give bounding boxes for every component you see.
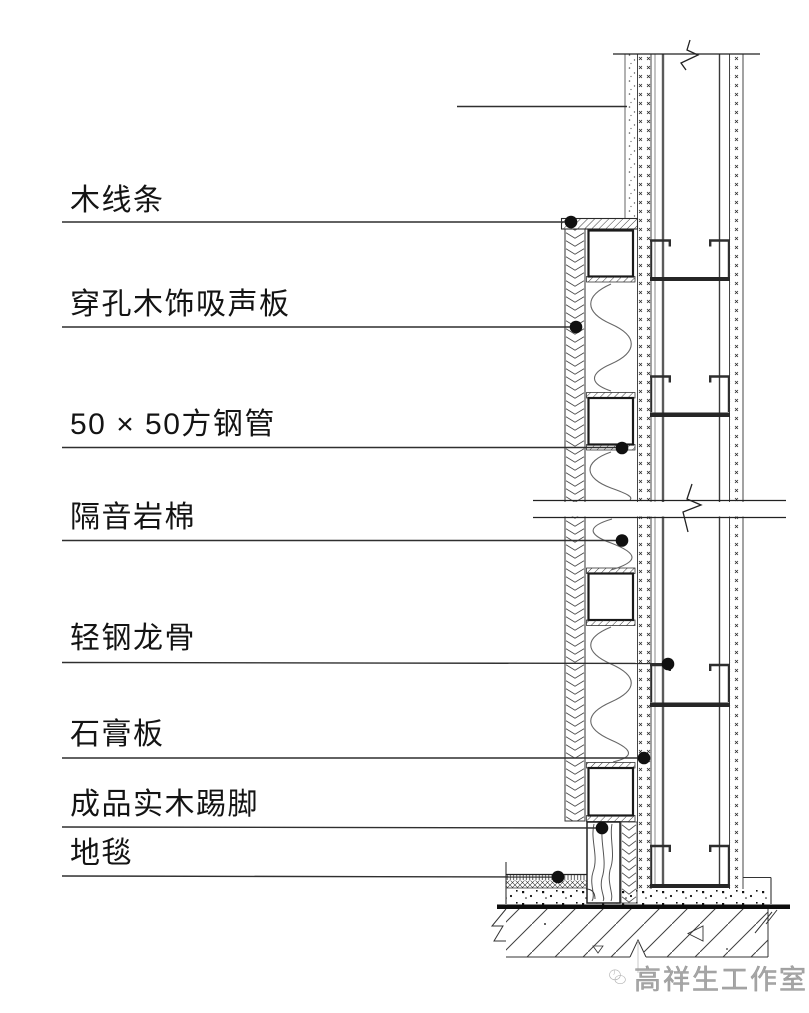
skirting-backing-strip — [620, 821, 638, 904]
steel-keel-runner-1 — [650, 239, 730, 281]
studio-watermark: 高祥生工作室 — [608, 953, 808, 1001]
top-break-symbol — [680, 39, 700, 71]
square-steel-tubes — [586, 229, 636, 822]
wall-gypsum-board-right — [729, 54, 744, 889]
leader-dot-carpet — [551, 870, 565, 884]
steel-tube-4 — [587, 766, 635, 817]
screed-layer — [506, 889, 769, 905]
leader-line-skirting — [61, 826, 603, 829]
studio-logo-icon — [609, 969, 626, 985]
leader-dot-steel-tube — [615, 441, 629, 455]
label-sound-insulation-rockwool: 隔音岩棉 — [70, 501, 196, 534]
leader-dot-gypsum — [637, 751, 651, 765]
partition-wall — [613, 39, 760, 889]
acoustic-panel-strip — [564, 228, 586, 822]
steel-tube-3 — [587, 572, 635, 622]
label-square-steel-tube: 50 × 50方钢管 — [70, 408, 276, 441]
steel-tube-2 — [587, 396, 635, 446]
skirting-cove-detail — [585, 888, 596, 900]
label-wood-trim: 木线条 — [70, 184, 165, 217]
leader-line-carpet — [61, 875, 559, 878]
steel-tube-1 — [587, 229, 635, 278]
slab-left-break — [490, 908, 507, 942]
adjacent-floor-line — [743, 876, 772, 904]
wall-gypsum-board-left — [637, 54, 652, 889]
slab-top-line — [497, 904, 790, 909]
aggregate-triangle-small — [592, 945, 604, 954]
leader-dot-wood-trim — [564, 215, 578, 229]
middle-break — [533, 483, 786, 533]
leader-lines — [61, 105, 669, 878]
leader-dots — [551, 215, 675, 884]
steel-keel-runner-2 — [650, 375, 730, 417]
label-light-steel-keel: 轻钢龙骨 — [70, 622, 196, 655]
label-gypsum-board: 石膏板 — [70, 718, 165, 751]
rockwool-insulation-waves — [589, 283, 633, 763]
slab-right-break — [754, 909, 778, 934]
label-carpet: 地毯 — [70, 837, 133, 870]
leader-line-keel — [61, 661, 669, 665]
acoustic-panel-assembly — [560, 217, 639, 904]
aggregate-triangle — [686, 925, 704, 942]
steel-keel-bottom-track — [650, 844, 730, 888]
label-finished-solid-wood-skirting: 成品实木踢脚 — [70, 788, 259, 821]
floor-slab — [490, 904, 790, 973]
leader-dot-rockwool — [615, 534, 629, 547]
label-perforated-wood-acoustic-panel: 穿孔木饰吸声板 — [70, 288, 291, 321]
wood-trim-cap — [560, 217, 639, 230]
leader-dot-skirting — [595, 821, 609, 835]
leader-dot-keel — [661, 657, 675, 671]
leader-dot-acoustic-panel — [569, 320, 583, 334]
wood-skirting-block — [585, 821, 621, 904]
middle-break-symbol — [682, 483, 703, 533]
plaster-layer — [625, 54, 637, 219]
watermark-text: 高祥生工作室 — [634, 964, 808, 995]
